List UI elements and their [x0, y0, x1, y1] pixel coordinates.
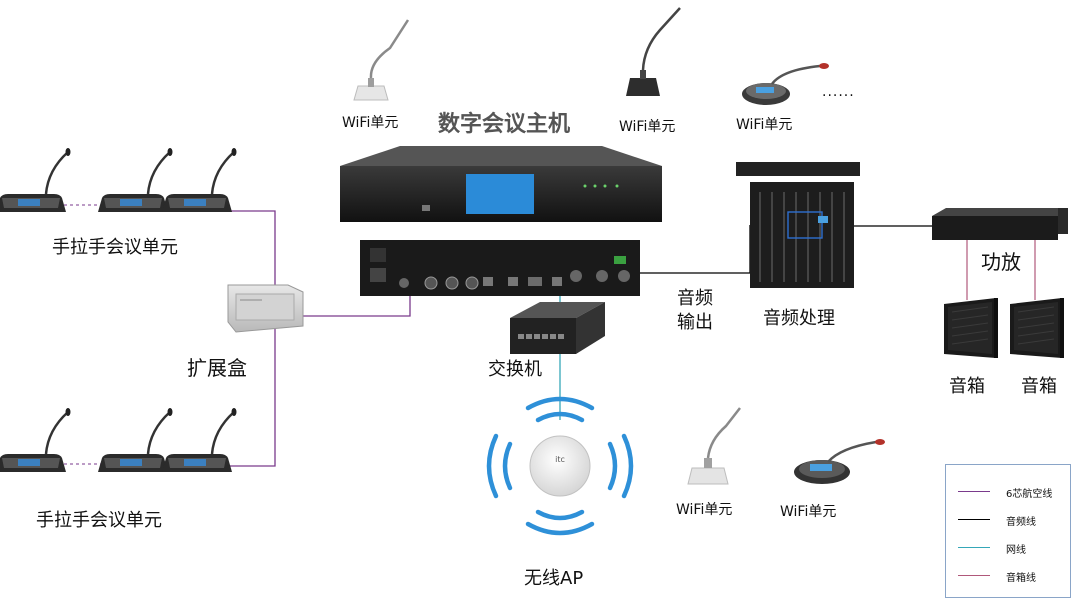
- aviation-lines: [228, 210, 411, 467]
- handheld-unit-label-top: 手拉手会议单元: [52, 237, 178, 258]
- handheld-units-bottom: [0, 406, 238, 474]
- wifi-unit-label-bottom-2: WiFi单元: [780, 504, 837, 520]
- wifi-unit-top-1: [353, 19, 410, 101]
- legend-item-speaker: 音箱线: [946, 569, 1072, 584]
- speaker-2: [1009, 297, 1065, 359]
- legend-label-audio: 音频线: [1006, 517, 1036, 528]
- wireless-ap-label: 无线AP: [524, 568, 584, 589]
- legend-item-audio: 音频线: [946, 513, 1072, 528]
- svg-text:itc: itc: [555, 455, 565, 464]
- handheld-units-top: [0, 146, 238, 214]
- speaker-lines: [966, 240, 1036, 300]
- legend-swatch-speaker: [958, 575, 990, 576]
- expansion-box-label: 扩展盒: [187, 356, 247, 380]
- legend: 6芯航空线 音频线 网线 音箱线: [945, 464, 1071, 598]
- host-back: [360, 240, 640, 296]
- speaker-label-2: 音箱: [1021, 376, 1057, 397]
- host-front: [340, 146, 662, 222]
- wifi-unit-label-bottom-1: WiFi单元: [676, 502, 733, 518]
- audio-output-label-line1: 音频: [677, 288, 713, 309]
- more-units-ellipsis: ......: [822, 84, 855, 100]
- legend-item-network: 网线: [946, 541, 1072, 556]
- wifi-unit-bottom-2: [794, 439, 885, 484]
- speaker-label-1: 音箱: [949, 376, 985, 397]
- handheld-unit-label-bottom: 手拉手会议单元: [36, 510, 162, 531]
- wifi-unit-label-top-2: WiFi单元: [619, 119, 676, 135]
- wifi-unit-label-top-3: WiFi单元: [736, 117, 793, 133]
- wireless-ap-device: itc: [486, 396, 634, 536]
- legend-item-aviation: 6芯航空线: [946, 485, 1072, 500]
- audio-processing-label: 音频处理: [763, 308, 835, 329]
- audio-output-label-line2: 输出: [677, 312, 713, 333]
- wifi-unit-top-3: [742, 63, 829, 105]
- wifi-unit-top-2: [626, 7, 681, 96]
- wifi-unit-bottom-1: [687, 407, 741, 485]
- legend-label-speaker: 音箱线: [1006, 573, 1036, 584]
- legend-label-network: 网线: [1006, 545, 1026, 556]
- expansion-box-device: [227, 284, 304, 333]
- wifi-unit-label-top-1: WiFi单元: [342, 115, 399, 131]
- page-title: 数字会议主机: [438, 112, 571, 137]
- legend-swatch-network: [958, 547, 990, 548]
- audio-processor: [736, 162, 860, 288]
- network-switch: [510, 302, 605, 354]
- legend-label-aviation: 6芯航空线: [1006, 489, 1053, 500]
- speaker-1: [943, 297, 999, 359]
- amplifier-device: [932, 208, 1068, 240]
- legend-swatch-aviation: [958, 491, 990, 492]
- legend-swatch-audio: [958, 519, 990, 520]
- amplifier-label: 功放: [981, 250, 1021, 274]
- switch-label: 交换机: [488, 359, 542, 380]
